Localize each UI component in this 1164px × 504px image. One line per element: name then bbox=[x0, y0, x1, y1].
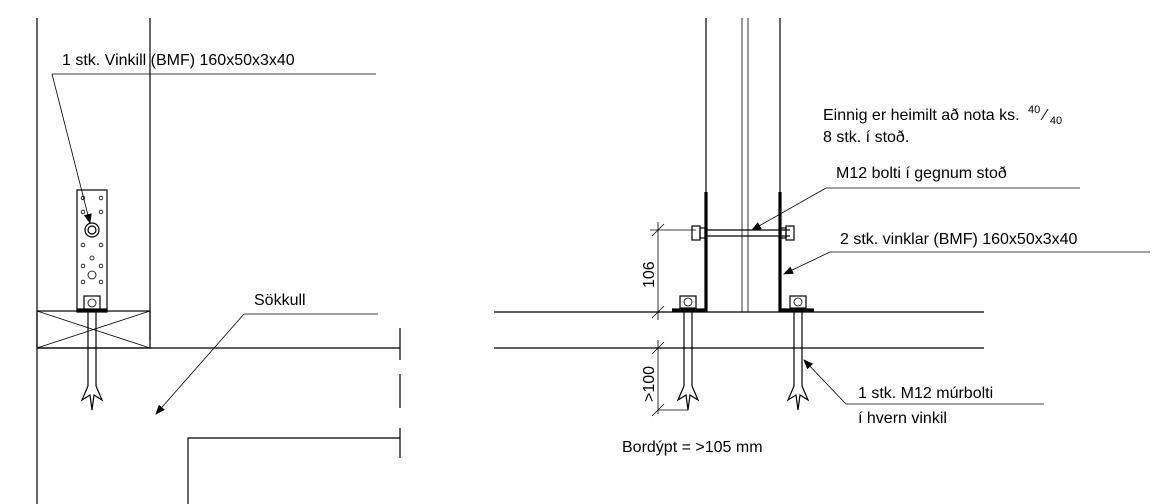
right-anchor-bolt-right bbox=[786, 295, 810, 411]
bordypt-label: Bordýpt = >105 mm bbox=[622, 439, 763, 456]
einnig-subscript: 40 bbox=[1050, 115, 1062, 127]
sill-block bbox=[36, 310, 151, 349]
dimension-106: 106 bbox=[641, 222, 696, 320]
through-bolt bbox=[691, 225, 795, 241]
vinkill-arrow bbox=[51, 73, 92, 224]
right-anchor-bolt-left bbox=[676, 295, 700, 411]
angle-bracket-front bbox=[76, 189, 108, 311]
vinklar-arrow bbox=[783, 251, 831, 275]
dim-100-text: >100 bbox=[641, 366, 658, 402]
einnig-fraction-slash: ⁄ bbox=[1040, 107, 1049, 124]
vinkill-label: 1 stk. Vinkill (BMF) 160x50x3x40 bbox=[62, 52, 295, 69]
vinklar-label: 2 stk. vinklar (BMF) 160x50x3x40 bbox=[840, 231, 1078, 248]
einnig-superscript: 40 bbox=[1028, 104, 1040, 116]
right-angle-bracket bbox=[778, 192, 814, 312]
sokkull-arrow bbox=[155, 313, 245, 415]
murbolti-arrow bbox=[803, 359, 847, 405]
m12-bolti-arrow bbox=[751, 187, 827, 231]
dimension-100: >100 bbox=[641, 340, 688, 417]
dim-106-text: 106 bbox=[641, 261, 658, 288]
right-detail: 106 >100 Einnig er heimilt að nota ks. 4… bbox=[494, 18, 1150, 456]
foundation-outline bbox=[36, 328, 401, 504]
einnig-text-line1: Einnig er heimilt að nota ks. 40 ⁄ 40 bbox=[823, 100, 1062, 127]
sokkull-label: Sökkull bbox=[254, 292, 306, 309]
murbolti-label-line2: í hvern vinkil bbox=[858, 410, 947, 427]
m12-bolti-label: M12 bolti í gegnum stoð bbox=[836, 165, 1007, 182]
left-anchor-bolt bbox=[76, 295, 108, 411]
left-detail: 1 stk. Vinkill (BMF) 160x50x3x40 Sökkull bbox=[36, 18, 401, 504]
left-angle-bracket bbox=[672, 192, 708, 312]
murbolti-label-line1: 1 stk. M12 múrbolti bbox=[858, 385, 993, 402]
einnig-text-line2: 8 stk. í stoð. bbox=[823, 129, 909, 146]
bracket-bolt-head bbox=[84, 222, 100, 238]
